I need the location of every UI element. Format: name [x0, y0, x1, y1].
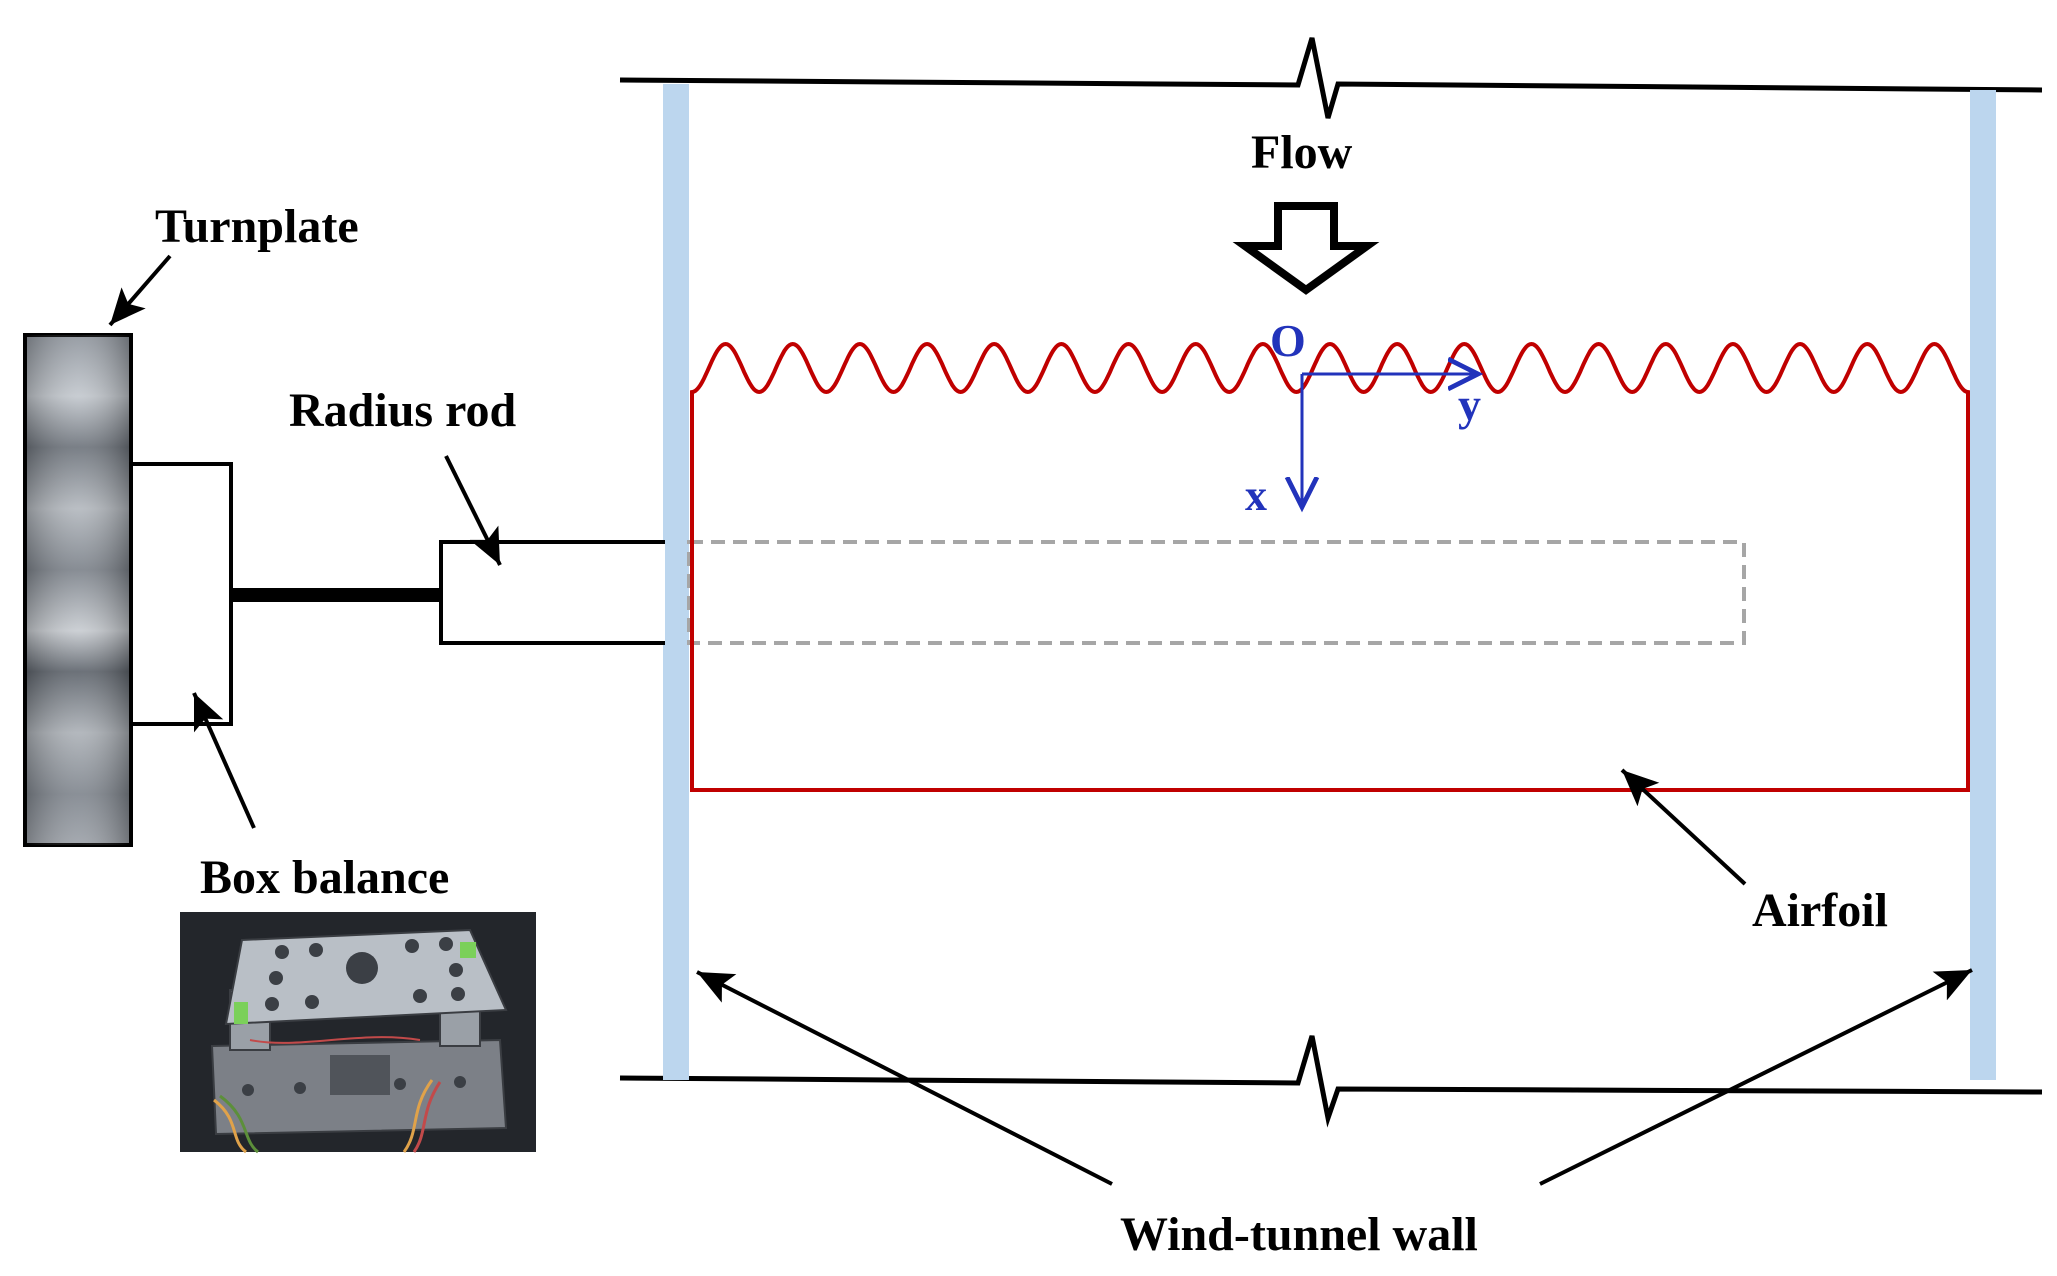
right-wall-leader-arrow — [1539, 968, 1973, 1186]
turnplate-leader-arrow — [108, 254, 172, 327]
wind-tunnel-wall-label: Wind-tunnel wall — [1120, 1208, 1478, 1261]
airfoil-leader-arrow — [1620, 768, 1747, 886]
radius-rod-dashed-extension — [687, 540, 1746, 645]
left-wall-leader-arrow — [696, 970, 1113, 1186]
airfoil-label: Airfoil — [1752, 884, 1888, 937]
box-balance-label: Box balance — [200, 851, 449, 904]
radius-rod-leader-arrow — [444, 455, 502, 566]
flow-arrow-icon — [1232, 202, 1380, 295]
origin-label: O — [1270, 315, 1306, 366]
box-balance-leader-arrow — [192, 692, 256, 829]
tunnel-top-wall-line — [619, 37, 2043, 119]
box-balance — [129, 462, 233, 726]
airfoil-outline — [690, 341, 1970, 792]
radius-rod-label: Radius rod — [289, 384, 517, 437]
turnplate — [23, 333, 133, 847]
tunnel-bottom-wall-line — [619, 1035, 2043, 1128]
y-axis-label: y — [1458, 379, 1481, 430]
connecting-shaft — [231, 588, 441, 602]
turnplate-label: Turnplate — [155, 200, 359, 253]
x-axis-label: x — [1245, 471, 1267, 520]
radius-rod — [439, 540, 665, 645]
flow-label: Flow — [1251, 126, 1353, 179]
left-wind-tunnel-wall — [663, 84, 689, 1080]
box-balance-photo — [180, 912, 536, 1154]
right-wind-tunnel-wall — [1970, 90, 1996, 1080]
